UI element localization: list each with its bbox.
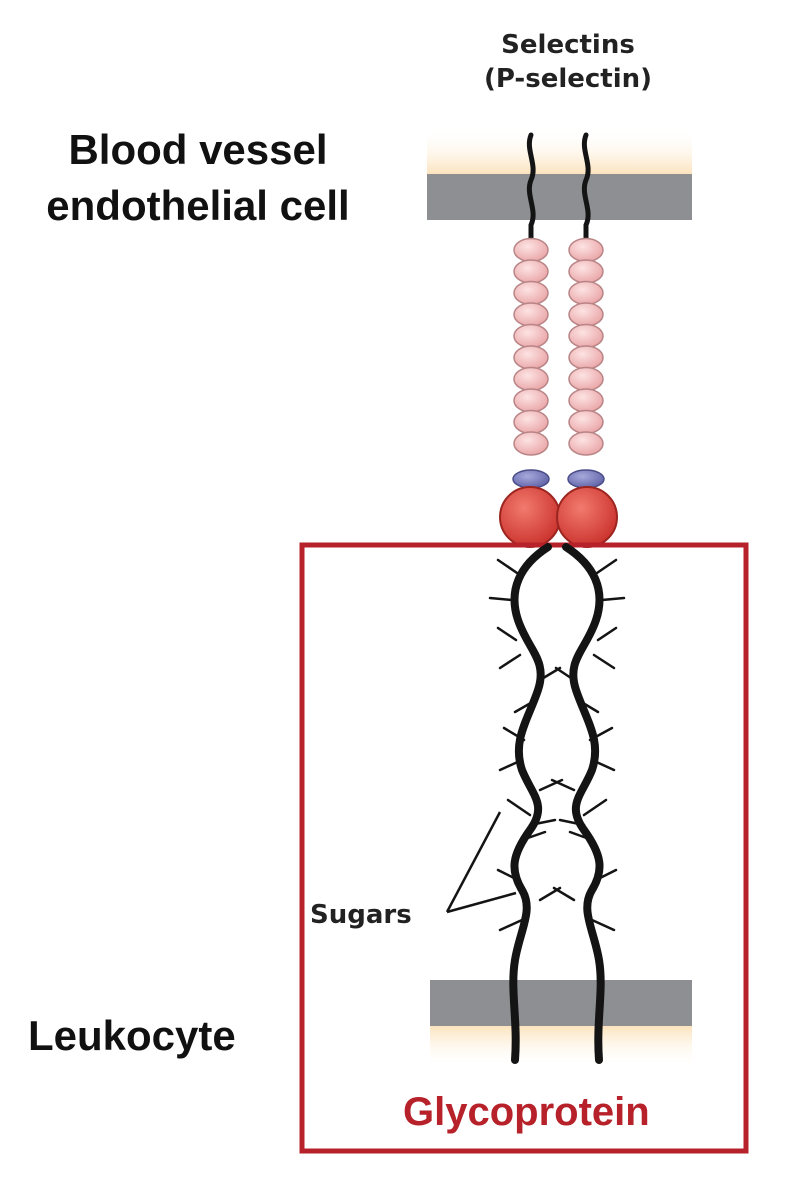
selectin-bead bbox=[568, 388, 604, 413]
sugar-side-chains bbox=[488, 558, 626, 932]
selectin-bead bbox=[568, 259, 604, 284]
selectin-left-beads bbox=[513, 237, 549, 456]
selectin-bead bbox=[568, 302, 604, 327]
selectins-label-line1: Selectins bbox=[501, 30, 635, 60]
glycoprotein-label: Glycoprotein bbox=[403, 1090, 650, 1134]
lectin-heads bbox=[499, 486, 618, 548]
selectin-tails bbox=[526, 132, 591, 241]
selectin-bead bbox=[513, 280, 549, 306]
sugars-label: Sugars bbox=[310, 900, 412, 930]
leukocyte-membrane bbox=[430, 980, 692, 1068]
selectin-bead bbox=[568, 237, 604, 263]
endothelial-membrane bbox=[427, 128, 692, 220]
glycoprotein-highlight-box bbox=[299, 542, 749, 1154]
selectin-bead bbox=[568, 409, 604, 435]
selectin-bead bbox=[513, 431, 549, 456]
glycoprotein-strands bbox=[509, 543, 605, 1064]
selectin-bead bbox=[513, 409, 549, 435]
selectins-label-line2: (P-selectin) bbox=[483, 64, 653, 94]
selectin-bead bbox=[513, 366, 549, 392]
selectin-bead bbox=[568, 366, 604, 392]
egf-domains bbox=[512, 469, 605, 489]
selectin-bead bbox=[513, 302, 549, 327]
selectin-bead bbox=[568, 323, 604, 349]
selectin-bead bbox=[568, 345, 604, 370]
selectin-bead bbox=[513, 323, 549, 349]
selectin-bead bbox=[513, 237, 549, 263]
endothelial-cell-label: Blood vessel endothelial cell bbox=[0, 122, 396, 234]
selectin-bead bbox=[513, 388, 549, 413]
selectin-bead bbox=[568, 431, 604, 456]
leukocyte-label: Leukocyte bbox=[28, 1012, 236, 1059]
selectin-bead bbox=[513, 259, 549, 284]
endothelial-label-line1: Blood vessel bbox=[68, 126, 328, 173]
selectins-label: Selectins (P-selectin) bbox=[0, 30, 808, 94]
selectin-right-beads bbox=[568, 237, 604, 456]
sugars-pointer-lines bbox=[445, 811, 517, 914]
selectin-bead bbox=[513, 345, 549, 370]
selectin-bead bbox=[568, 280, 604, 306]
endothelial-label-line2: endothelial cell bbox=[46, 182, 350, 229]
